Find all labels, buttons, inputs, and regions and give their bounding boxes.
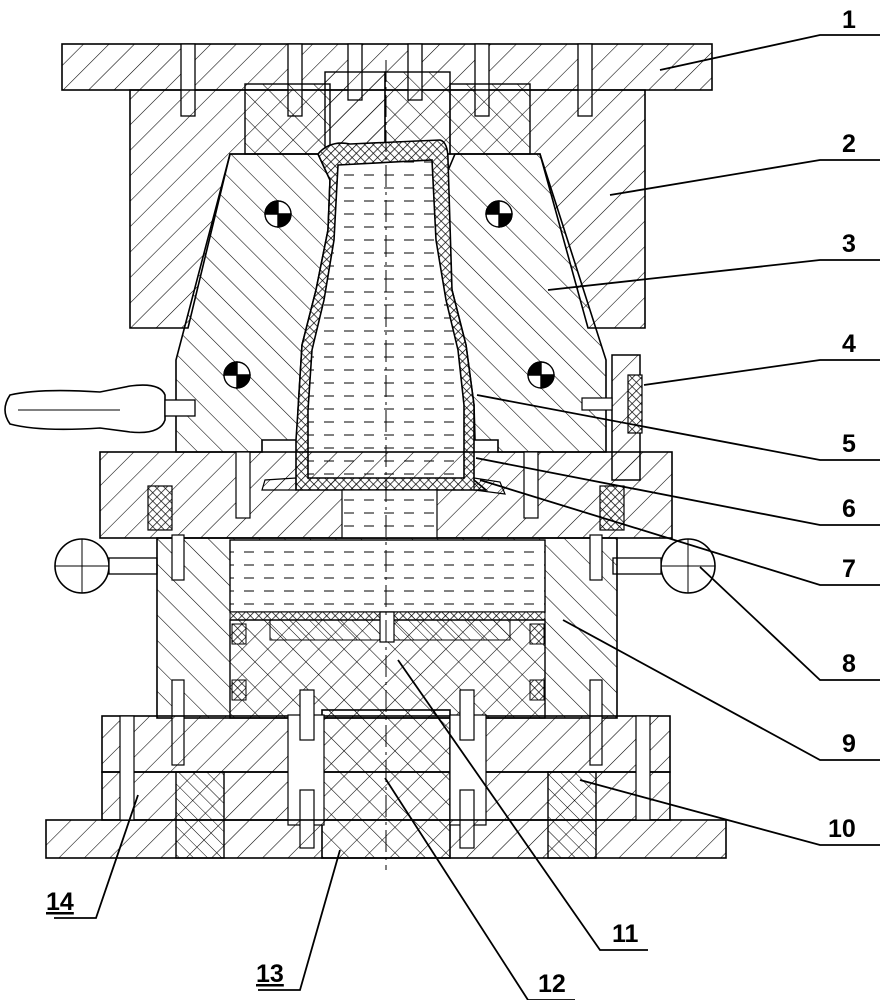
callout-9: 9 (842, 730, 856, 758)
callout-6: 6 (842, 495, 856, 523)
callout-5: 5 (842, 430, 856, 458)
callout-10: 10 (828, 815, 856, 843)
callout-3: 3 (842, 230, 856, 258)
callout-11: 11 (612, 920, 639, 948)
callout-2: 2 (842, 130, 856, 158)
handle (5, 385, 195, 432)
callout-12: 12 (538, 970, 566, 998)
callout-7: 7 (842, 555, 856, 583)
callout-1: 1 (842, 6, 856, 34)
callout-13: 13 (256, 960, 284, 988)
side-knob-left (55, 539, 157, 593)
callout-4: 4 (842, 330, 856, 358)
callout-8: 8 (842, 650, 856, 678)
callout-14: 14 (46, 888, 74, 916)
